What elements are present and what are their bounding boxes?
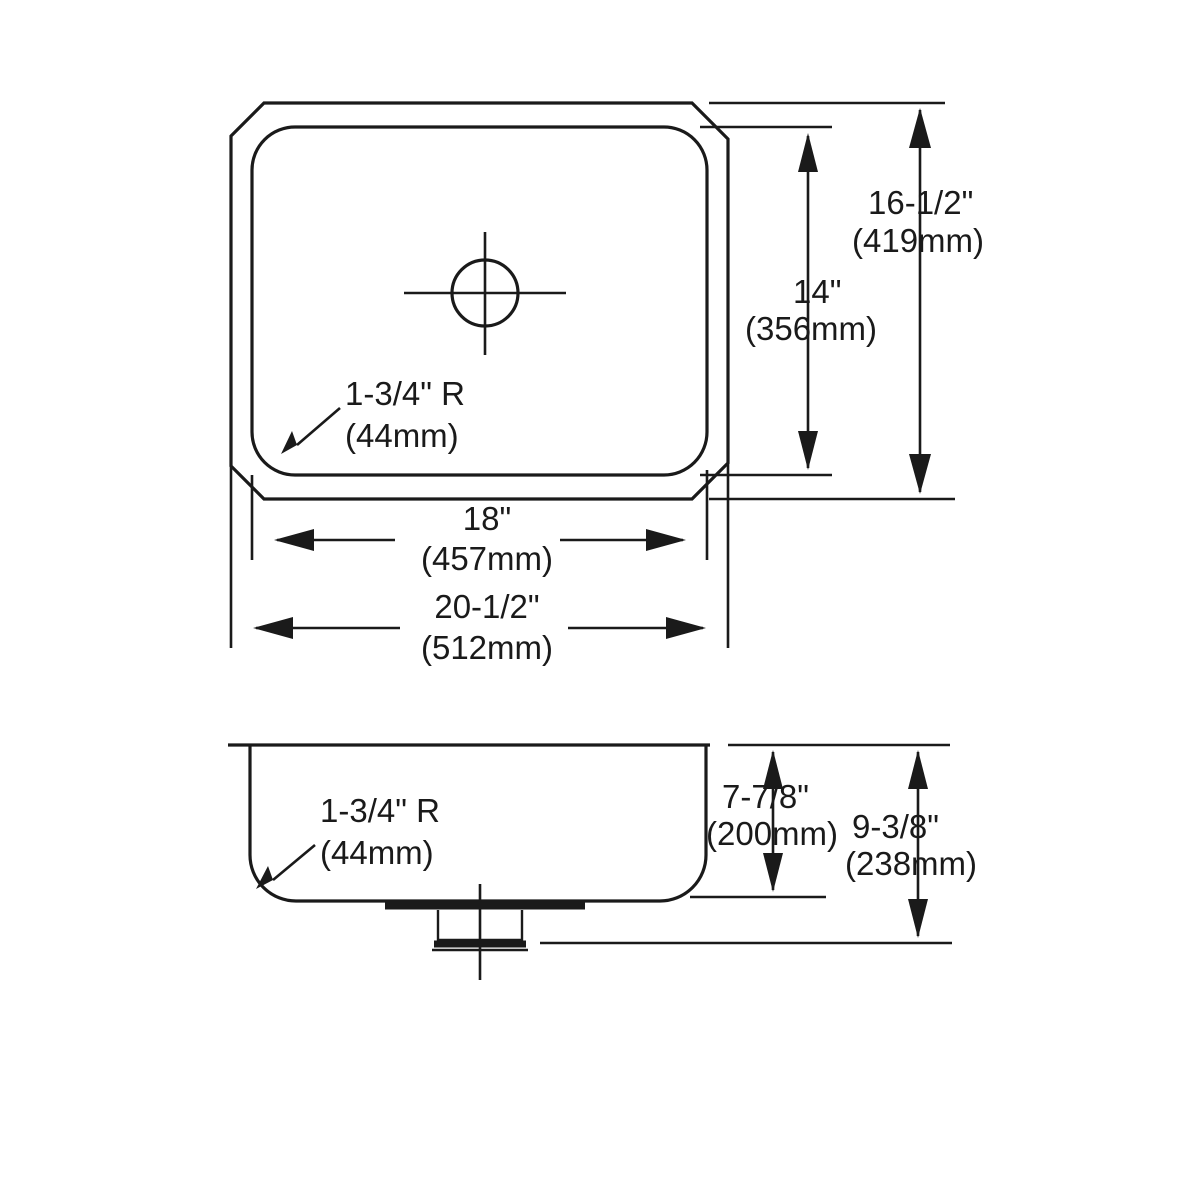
basin-width-inch-label: 18" [463, 500, 511, 537]
top-radius-inch-label: 1-3/4" R [345, 375, 465, 412]
overall-height-mm-label: (419mm) [852, 222, 984, 259]
overall-height-inch-label: 16-1/2" [868, 184, 973, 221]
basin-width-dimension [250, 470, 709, 560]
drain-hole-top-view [404, 232, 566, 355]
overall-width-mm-label: (512mm) [421, 629, 553, 666]
section-radius-inch-label: 1-3/4" R [320, 792, 440, 829]
overall-height-dimension [709, 101, 955, 501]
top-view-group: 1-3/4" R (44mm) 16-1/2" (419mm) 14" (356… [229, 101, 984, 666]
corner-radius-leader-top [281, 407, 341, 454]
overall-depth-inch-label: 9-3/8" [852, 808, 939, 845]
basin-height-dimension [700, 125, 832, 477]
basin-depth-mm-label: (200mm) [706, 815, 838, 852]
sink-basin-outline [250, 125, 709, 477]
basin-height-mm-label: (356mm) [745, 310, 877, 347]
basin-depth-dimension [690, 750, 826, 899]
sink-rim-outline [229, 101, 730, 501]
drain-assembly-section [385, 884, 585, 980]
top-radius-mm-label: (44mm) [345, 417, 459, 454]
basin-height-inch-label: 14" [793, 273, 841, 310]
basin-depth-inch-label: 7-7/8" [722, 778, 809, 815]
section-view-group: 1-3/4" R (44mm) 7-7/8" (200mm) 9-3/8" (2… [228, 743, 977, 980]
section-radius-mm-label: (44mm) [320, 834, 434, 871]
overall-width-inch-label: 20-1/2" [434, 588, 539, 625]
overall-depth-mm-label: (238mm) [845, 845, 977, 882]
overall-width-dimension [229, 463, 730, 648]
basin-width-mm-label: (457mm) [421, 540, 553, 577]
corner-radius-leader-section [256, 844, 316, 889]
overall-depth-dimension [540, 743, 952, 945]
section-basin-profile [248, 746, 708, 903]
